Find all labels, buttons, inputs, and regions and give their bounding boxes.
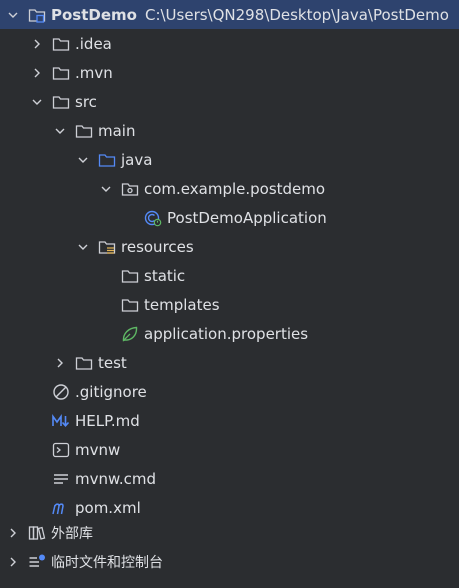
tree-row-scratches[interactable]: 临时文件和控制台 <box>0 547 459 576</box>
tree-item-label: mvnw <box>75 440 121 459</box>
tree-item-label: pom.xml <box>75 498 141 517</box>
spring-boot-class-icon <box>144 209 162 227</box>
resources-folder-icon <box>98 238 116 256</box>
folder-icon <box>52 64 70 82</box>
folder-icon <box>75 354 93 372</box>
tree-row-help-md[interactable]: HELP.md <box>0 406 459 435</box>
tree-item-label: HELP.md <box>75 411 140 430</box>
project-name: PostDemo <box>51 5 137 24</box>
tree-row-app-class[interactable]: PostDemoApplication <box>0 203 459 232</box>
package-icon <box>121 180 139 198</box>
chevron-right-icon[interactable] <box>30 37 44 51</box>
tree-row-mvnw-cmd[interactable]: mvnw.cmd <box>0 464 459 493</box>
folder-icon <box>52 93 70 111</box>
tree-item-label: .gitignore <box>75 382 147 401</box>
tree-row-main[interactable]: main <box>0 116 459 145</box>
chevron-down-icon[interactable] <box>30 95 44 109</box>
tree-row-resources[interactable]: resources <box>0 232 459 261</box>
tree-row-mvn[interactable]: .mvn <box>0 58 459 87</box>
tree-row-src[interactable]: src <box>0 87 459 116</box>
markdown-icon <box>52 412 70 430</box>
tree-row-idea[interactable]: .idea <box>0 29 459 58</box>
tree-row-app-properties[interactable]: application.properties <box>0 319 459 348</box>
folder-icon <box>75 122 93 140</box>
tree-row-gitignore[interactable]: .gitignore <box>0 377 459 406</box>
tree-item-label: 外部库 <box>51 525 93 542</box>
tree-item-label: resources <box>121 237 194 256</box>
library-icon <box>28 524 46 542</box>
tree-item-label: java <box>121 150 153 169</box>
maven-icon <box>52 499 70 517</box>
tree-row-java[interactable]: java <box>0 145 459 174</box>
scratches-icon <box>28 553 46 571</box>
tree-item-label: src <box>75 92 97 111</box>
tree-item-label: mvnw.cmd <box>75 469 157 488</box>
chevron-right-icon[interactable] <box>6 526 20 540</box>
tree-row-test[interactable]: test <box>0 348 459 377</box>
chevron-right-icon[interactable] <box>6 555 20 569</box>
tree-row-static[interactable]: static <box>0 261 459 290</box>
tree-item-label: application.properties <box>144 324 309 343</box>
folder-icon <box>121 267 139 285</box>
gitignore-icon <box>52 383 70 401</box>
tree-item-label: PostDemoApplication <box>167 208 327 227</box>
folder-icon <box>52 35 70 53</box>
chevron-right-icon[interactable] <box>53 356 67 370</box>
tree-item-label: main <box>98 121 136 140</box>
chevron-right-icon[interactable] <box>30 66 44 80</box>
tree-item-label: 临时文件和控制台 <box>51 554 163 571</box>
spring-properties-icon <box>121 325 139 343</box>
folder-icon <box>121 296 139 314</box>
source-folder-icon <box>98 151 116 169</box>
tree-row-mvnw[interactable]: mvnw <box>0 435 459 464</box>
terminal-icon <box>52 441 70 459</box>
chevron-down-icon[interactable] <box>6 8 20 22</box>
chevron-down-icon[interactable] <box>76 153 90 167</box>
tree-item-label: .idea <box>75 34 112 53</box>
tree-item-label: templates <box>144 295 220 314</box>
tree-row-external-libraries[interactable]: 外部库 <box>0 518 459 547</box>
tree-row-project-root[interactable]: PostDemo C:\Users\QN298\Desktop\Java\Pos… <box>0 0 459 29</box>
tree-row-templates[interactable]: templates <box>0 290 459 319</box>
project-path: C:\Users\QN298\Desktop\Java\PostDemo <box>144 5 449 24</box>
tree-item-label: .mvn <box>75 63 113 82</box>
tree-item-label: test <box>98 353 127 372</box>
chevron-down-icon[interactable] <box>53 124 67 138</box>
tree-item-label: com.example.postdemo <box>144 179 326 198</box>
tree-row-package[interactable]: com.example.postdemo <box>0 174 459 203</box>
tree-item-label: static <box>144 266 186 285</box>
chevron-down-icon[interactable] <box>99 182 113 196</box>
chevron-down-icon[interactable] <box>76 240 90 254</box>
module-folder-icon <box>28 6 46 24</box>
file-icon <box>52 470 70 488</box>
tree-row-pom[interactable]: pom.xml <box>0 493 459 522</box>
